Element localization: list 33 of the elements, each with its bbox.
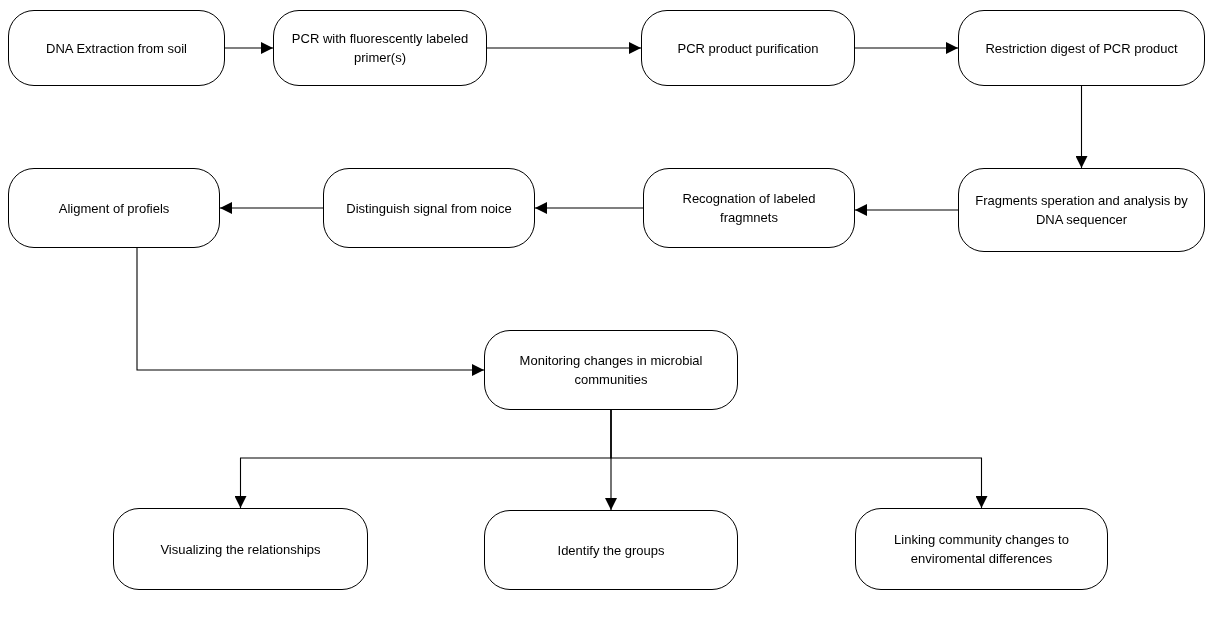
arrow <box>854 42 959 54</box>
arrow <box>486 42 642 54</box>
box-label: Recognation of labeled fragmnets <box>681 190 817 227</box>
box-label: PCR product purification <box>677 39 819 58</box>
process-box <box>643 168 855 248</box>
arrow <box>534 202 644 214</box>
box-label: Aligment of profiels <box>58 199 170 218</box>
process-box <box>484 510 738 590</box>
process-box <box>958 10 1205 86</box>
box-label: Restriction digest of PCR product <box>985 39 1178 58</box>
box-label: PCR with fluorescently labeled primer(s) <box>290 30 470 67</box>
process-box <box>323 168 535 248</box>
box-label: Fragments speration and analysis by DNA sequencer <box>974 192 1189 229</box>
arrow <box>136 247 485 376</box>
process-box <box>641 10 855 86</box>
process-box <box>8 168 220 248</box>
process-box <box>113 508 368 590</box>
process-box <box>8 10 225 86</box>
process-box <box>273 10 487 86</box>
box-label: DNA Extraction from soil <box>46 39 187 58</box>
process-box <box>484 330 738 410</box>
box-label: Linking community changes to enviromental differences <box>893 531 1070 568</box>
box-label: Distinguish signal from noice <box>346 199 512 218</box>
box-label: Monitoring changes in microbial communities <box>518 352 704 389</box>
arrow <box>610 409 988 509</box>
process-box <box>855 508 1108 590</box>
box-label: Visualizing the relationships <box>160 540 321 559</box>
arrow <box>1075 85 1088 169</box>
arrow <box>219 202 324 214</box>
arrow <box>854 204 959 216</box>
process-box <box>958 168 1205 252</box>
box-label: Identify the groups <box>557 541 665 560</box>
arrow <box>224 42 274 54</box>
